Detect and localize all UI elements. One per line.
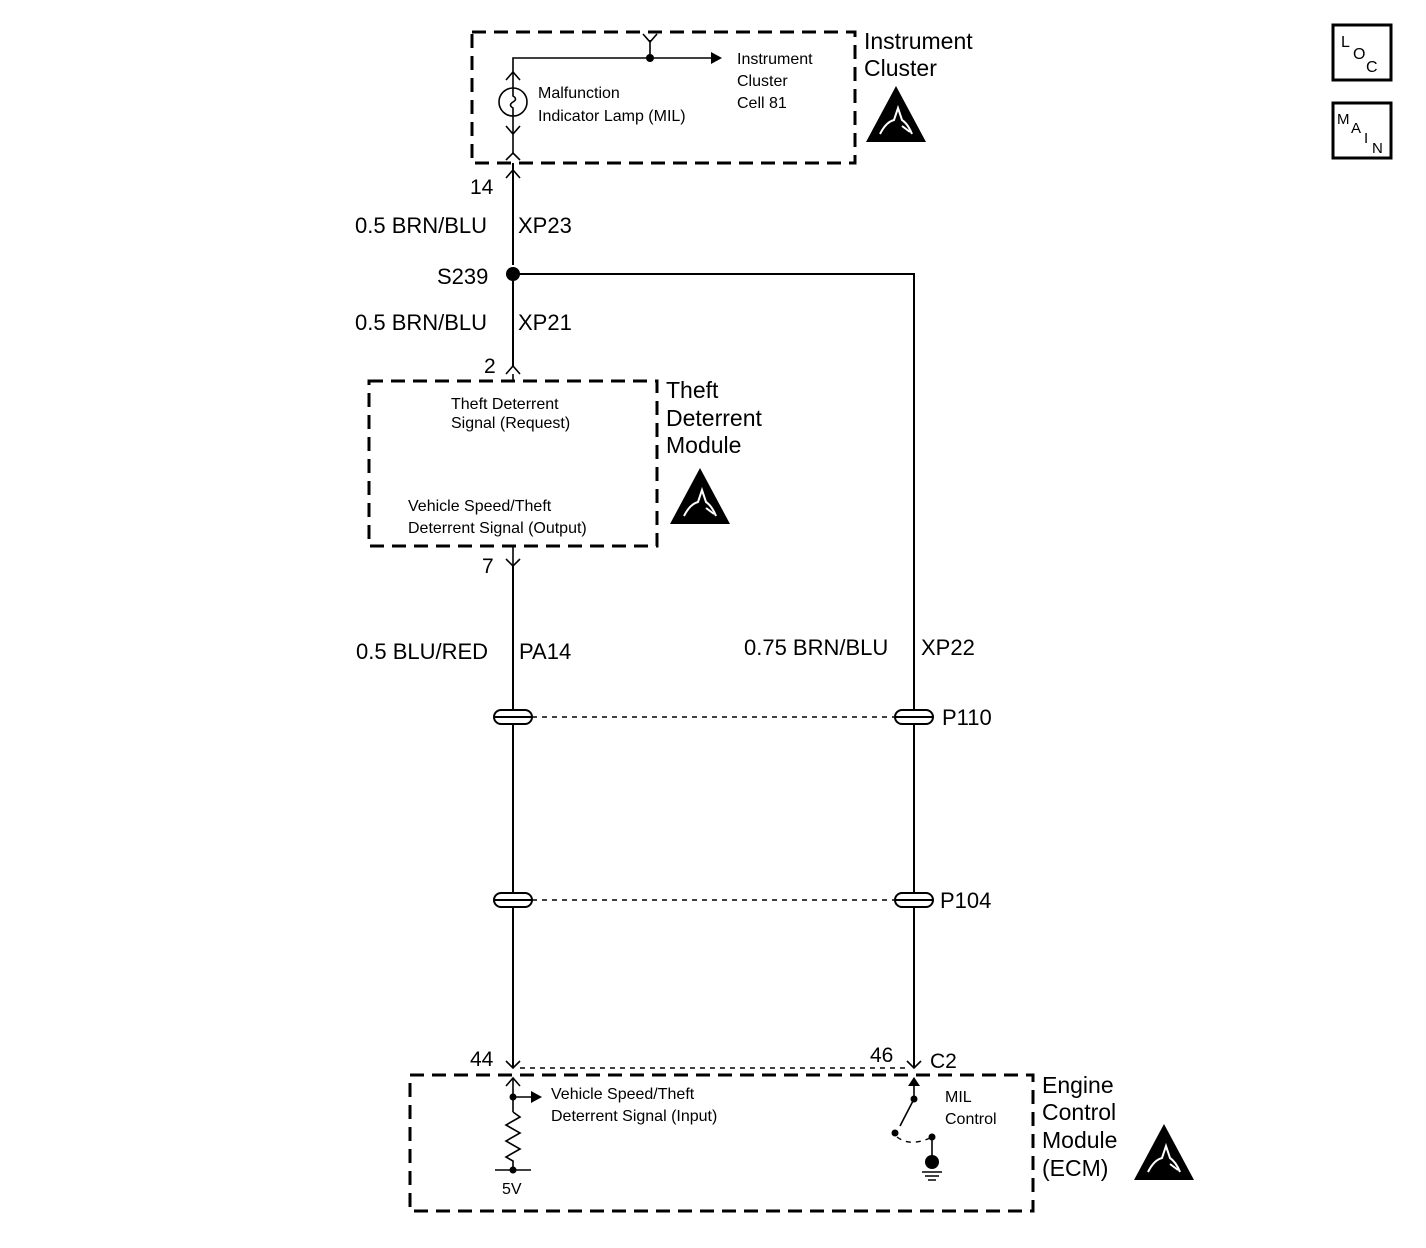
ecm-title-line4: (ECM)	[1042, 1155, 1108, 1181]
loc-button[interactable]: L O C	[1331, 23, 1393, 82]
wire-pa14-gauge-color: 0.5 BLU/RED	[356, 639, 488, 664]
ground-icon	[922, 1155, 942, 1181]
wire-xp23-gauge-color: 0.5 BRN/BLU	[355, 213, 487, 238]
wire-xp21-circuit: XP21	[518, 310, 572, 335]
main-letter-a: A	[1351, 120, 1361, 137]
ecm-input-line1: Vehicle Speed/Theft	[551, 1086, 695, 1103]
loc-letter-o: O	[1353, 46, 1365, 63]
theft-title-line3: Module	[666, 432, 741, 458]
connector-p110-label: P110	[942, 705, 992, 730]
ecm-5v-label: 5V	[502, 1181, 522, 1198]
arrow-right-icon	[711, 52, 722, 64]
ecm-title-line3: Module	[1042, 1127, 1117, 1153]
ecm-input-line2: Deterrent Signal (Input)	[551, 1108, 717, 1125]
connector-p104	[493, 892, 934, 908]
mil-label-line1: Malfunction	[538, 85, 620, 102]
theft-deterrent-module: Theft Deterrent Signal (Request) Vehicle…	[367, 377, 762, 548]
request-signal-line2: Signal (Request)	[451, 415, 570, 432]
wire-pa14-circuit: PA14	[519, 639, 571, 664]
splice-s239-label: S239	[437, 264, 488, 289]
resistor-icon	[504, 1111, 522, 1170]
main-button[interactable]: M A I N	[1331, 101, 1393, 160]
arrow-up-icon	[908, 1077, 920, 1086]
theft-title-line2: Deterrent	[666, 405, 762, 431]
wire-xp21-gauge-color: 0.5 BRN/BLU	[355, 310, 487, 335]
switch-icon	[899, 1098, 915, 1127]
wire-xp23-circuit: XP23	[518, 213, 572, 238]
loc-letter-c: C	[1366, 59, 1378, 76]
ecm-box	[408, 1073, 1035, 1213]
mil-label-line2: Indicator Lamp (MIL)	[538, 108, 686, 125]
pin-2-label: 2	[484, 355, 496, 378]
arrow-right-icon	[531, 1091, 542, 1103]
pin-44-label: 44	[470, 1048, 494, 1071]
esd-warning-icon	[866, 86, 926, 142]
connector-p104-label: P104	[940, 888, 991, 913]
mil-control-line2: Control	[945, 1111, 997, 1128]
request-signal-line1: Theft Deterrent	[451, 396, 559, 413]
wire-xp22	[513, 273, 915, 1068]
cluster-ref-line1: Instrument	[737, 51, 813, 68]
instrument-cluster-module: Malfunction Indicator Lamp (MIL) Instrum…	[470, 28, 973, 165]
wire-xp22-circuit: XP22	[921, 635, 975, 660]
pin-7-label: 7	[482, 555, 494, 578]
pin-14-label: 14	[470, 176, 494, 199]
esd-warning-icon	[1134, 1124, 1194, 1180]
theft-title-line1: Theft	[666, 377, 719, 403]
lamp-icon	[498, 87, 528, 117]
ecm-title-line1: Engine	[1042, 1072, 1114, 1098]
loc-letter-l: L	[1341, 34, 1350, 51]
ecm-title-line2: Control	[1042, 1099, 1116, 1125]
instrument-cluster-box	[470, 30, 857, 165]
main-letter-m: M	[1337, 111, 1350, 128]
cluster-ref-line3: Cell 81	[737, 95, 787, 112]
pin-46-label: 46	[870, 1044, 893, 1067]
output-signal-line1: Vehicle Speed/Theft	[408, 498, 552, 515]
connector-p110	[493, 709, 934, 725]
main-letter-n: N	[1372, 140, 1383, 157]
output-signal-line2: Deterrent Signal (Output)	[408, 520, 587, 537]
mil-control-line1: MIL	[945, 1089, 972, 1106]
connector-c2-label: C2	[930, 1050, 957, 1073]
esd-warning-icon	[670, 468, 730, 524]
cluster-ref-line2: Cluster	[737, 73, 788, 90]
instrument-cluster-title-line1: Instrument	[864, 28, 973, 54]
wire-xp22-gauge-color: 0.75 BRN/BLU	[744, 635, 888, 660]
instrument-cluster-title-line2: Cluster	[864, 55, 937, 81]
ecm-module: 5V Vehicle Speed/Theft Deterrent Signal …	[408, 1073, 1035, 1213]
main-letter-i: I	[1364, 130, 1368, 147]
